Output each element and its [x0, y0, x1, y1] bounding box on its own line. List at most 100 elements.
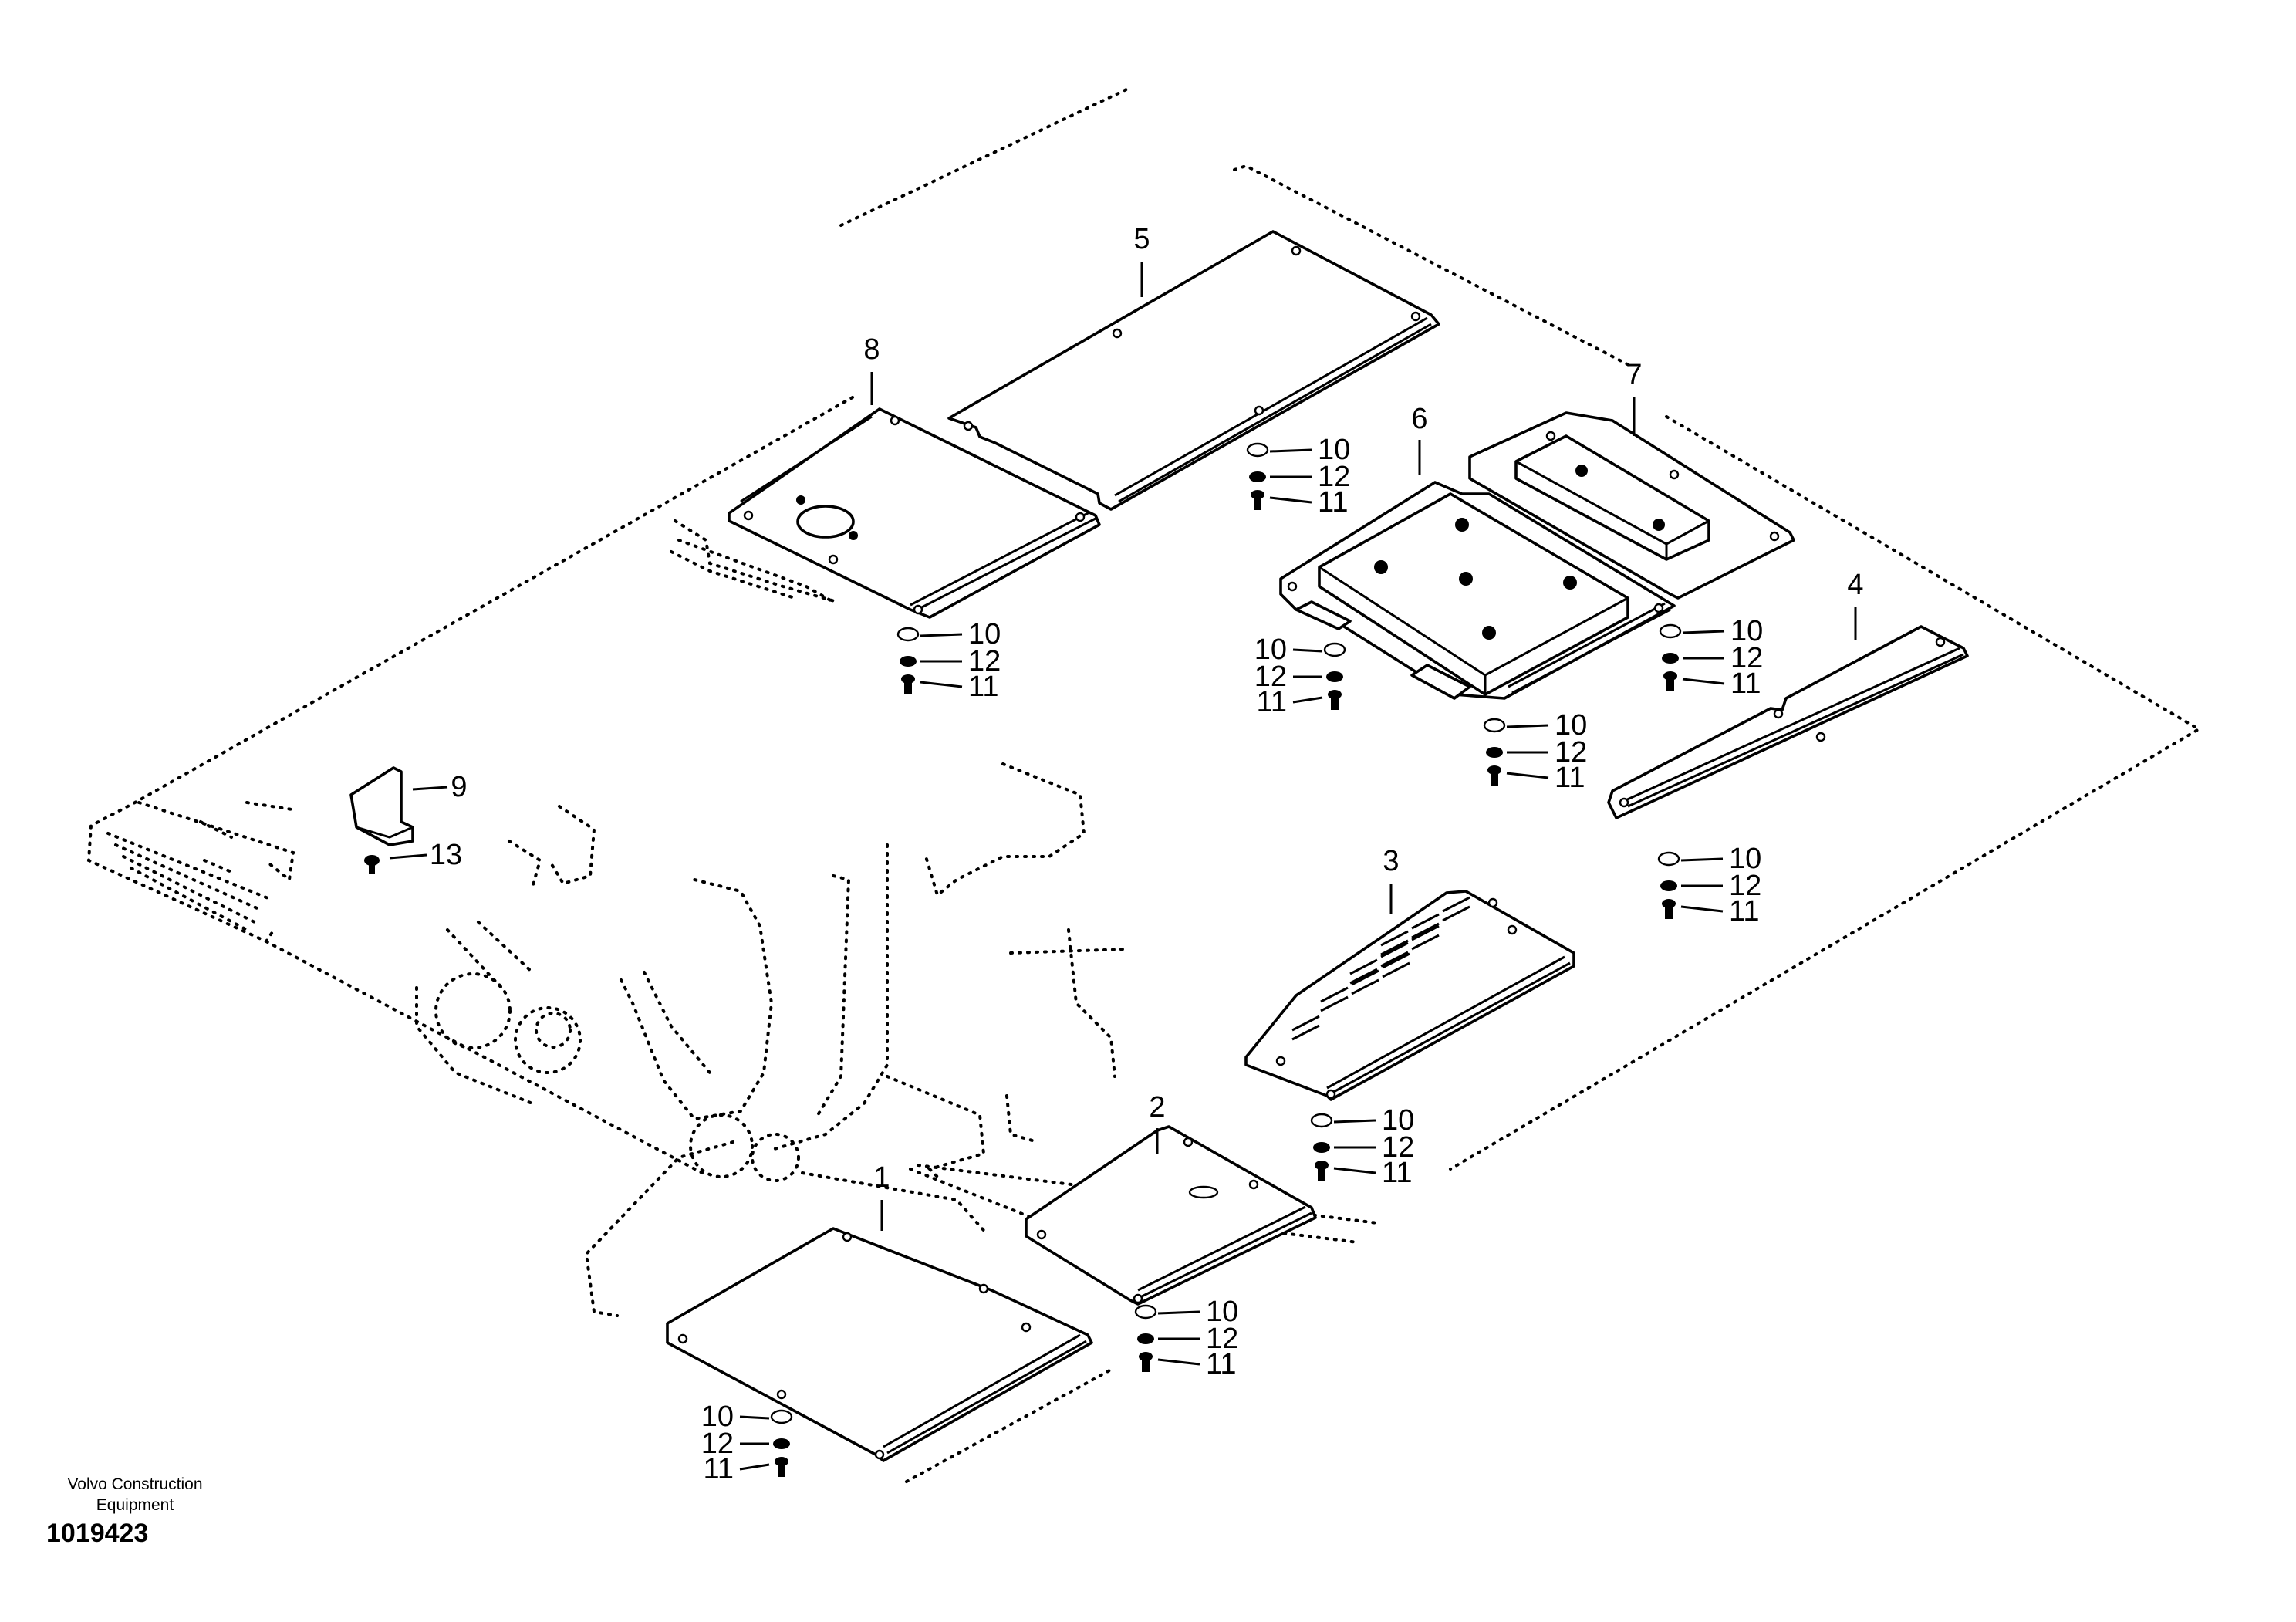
fastener-label-lock-washer: 12: [1206, 1323, 1238, 1355]
fastener-label-washer: 10: [1730, 615, 1763, 647]
bolt-shank-icon: [1665, 904, 1673, 919]
part-9-bracket[interactable]: [349, 766, 414, 846]
washer-icon: [1246, 442, 1269, 458]
fastener-label-bolt: 11: [1318, 486, 1348, 519]
fastener-label-bolt: 11: [704, 1453, 734, 1485]
bolt-shank-icon: [778, 1461, 785, 1477]
part-2-panel[interactable]: [1025, 1125, 1317, 1306]
washer-icon: [896, 627, 920, 642]
bolt-shank-icon: [1491, 770, 1498, 786]
part-8-panel[interactable]: [728, 407, 1101, 619]
part-4-panel[interactable]: [1607, 625, 1969, 819]
fastener-label-lock-washer: 12: [968, 645, 1001, 678]
fastener-label-washer: 10: [1729, 843, 1761, 875]
lock-washer-icon: [1486, 747, 1503, 758]
lock-washer-icon: [1660, 880, 1677, 891]
fastener-label-washer: 10: [1206, 1296, 1238, 1328]
vent-slots: [1292, 896, 1470, 1041]
brand-name: Volvo Construction Equipment: [31, 1474, 239, 1516]
lock-washer-icon: [1249, 471, 1266, 482]
fastener-label-washer: 10: [1555, 709, 1587, 742]
fastener-label-bolt: 11: [1257, 686, 1287, 718]
fastener-leader: [920, 633, 963, 637]
callout-part-7: 7: [1626, 359, 1643, 436]
callout-label: 3: [1383, 845, 1399, 877]
fastener-leader: [1506, 724, 1549, 728]
fastener-leader: [1682, 678, 1725, 685]
fastener-label-lock-washer: 12: [1729, 870, 1761, 902]
drawing-number: 1019423: [46, 1519, 149, 1548]
fastener-leader: [1682, 630, 1725, 634]
callout-label: 8: [863, 333, 880, 366]
bolt-shank-icon: [1331, 694, 1339, 710]
fastener-leader: [920, 681, 963, 688]
fastener-leader: [1269, 448, 1312, 453]
washer-icon: [1657, 851, 1680, 867]
fastener-label-washer: 10: [701, 1401, 734, 1433]
lock-washer-icon: [1662, 653, 1679, 664]
fastener-label-lock-washer: 12: [1730, 642, 1763, 674]
fastener-leader: [1680, 905, 1724, 913]
part-13-screw[interactable]: [364, 855, 380, 874]
washer-icon: [1323, 642, 1346, 657]
part-6-panel[interactable]: [1279, 481, 1676, 700]
fastener-stacks: 1012111012111012111012111012111012111012…: [701, 434, 1764, 1485]
washer-icon: [1310, 1113, 1333, 1128]
part-5-panel[interactable]: [947, 230, 1440, 511]
lock-washer-icon: [773, 1438, 790, 1449]
callout-part-6: 6: [1411, 403, 1428, 475]
bolt-shank-icon: [1318, 1165, 1325, 1181]
lock-washer-icon: [1137, 1333, 1154, 1344]
fastener-leader: [1292, 696, 1323, 704]
bolt-shank-icon: [1666, 676, 1674, 691]
callout-leader: [389, 853, 427, 860]
callout-label: 7: [1626, 359, 1642, 391]
callout-part-1: 1: [873, 1161, 890, 1231]
fastener-label-lock-washer: 12: [701, 1428, 734, 1460]
brand-line-2: Equipment: [96, 1496, 174, 1514]
fastener-leader: [1269, 496, 1312, 504]
bolt-shank-icon: [904, 679, 912, 694]
part-3-panel[interactable]: [1244, 890, 1575, 1101]
washer-icon: [770, 1409, 793, 1424]
fastener-label-lock-washer: 12: [1254, 661, 1287, 693]
fastener-label-bolt: 11: [1382, 1157, 1412, 1189]
lock-washer-icon: [1326, 671, 1343, 682]
callout-label: 2: [1149, 1091, 1165, 1124]
fastener-leader: [1292, 648, 1323, 653]
fastener-leader: [1333, 1167, 1376, 1174]
callout-part-2: 2: [1149, 1091, 1166, 1154]
fastener-label-washer: 10: [968, 618, 1001, 650]
fastener-label-bolt: 11: [1730, 667, 1761, 700]
callout-part-4: 4: [1847, 569, 1864, 640]
lock-washer-icon: [900, 656, 917, 667]
fastener-leader: [1157, 1358, 1200, 1366]
fastener-label-washer: 10: [1254, 634, 1287, 666]
fastener-leader: [1157, 1310, 1200, 1315]
callout-leader: [412, 786, 448, 791]
callout-part-5: 5: [1133, 223, 1150, 297]
callout-label: 5: [1133, 223, 1150, 255]
fastener-label-bolt: 11: [1729, 895, 1759, 928]
fastener-leader: [1506, 772, 1549, 779]
bolt-shank-icon: [1254, 495, 1261, 510]
washer-icon: [1483, 718, 1506, 733]
bolt-shank-icon: [1142, 1357, 1150, 1372]
fastener-label-bolt: 11: [1206, 1348, 1236, 1380]
part-7-panel[interactable]: [1468, 411, 1795, 600]
lock-washer-icon: [1313, 1142, 1330, 1153]
brand-line-1: Volvo Construction: [67, 1475, 203, 1493]
part-1-panel[interactable]: [666, 1227, 1093, 1462]
callout-label: 13: [430, 839, 462, 871]
